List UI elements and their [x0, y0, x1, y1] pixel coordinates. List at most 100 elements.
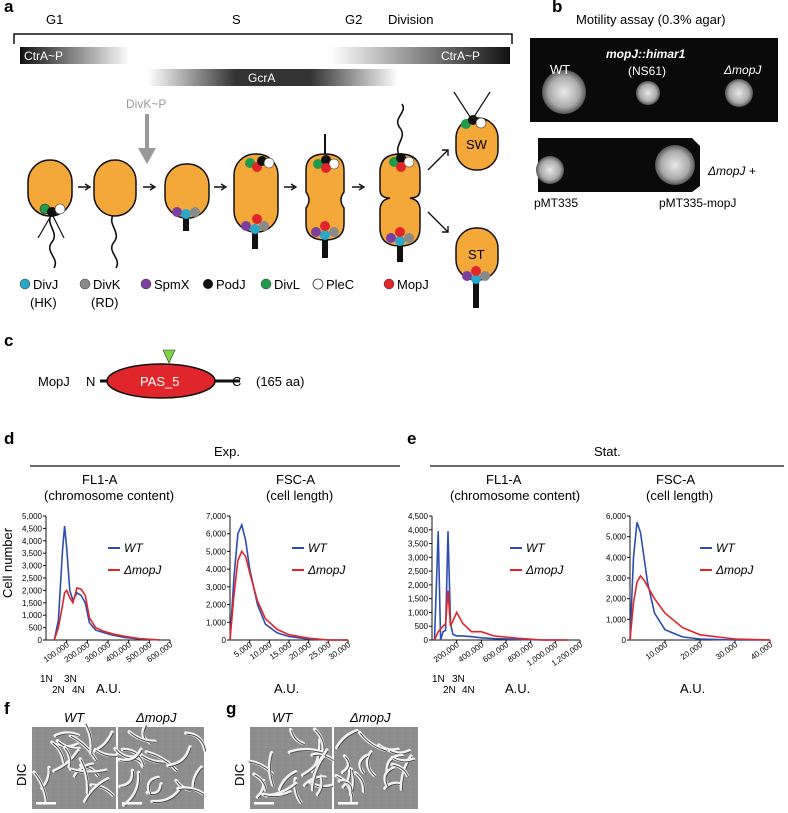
f-mut-label: ΔmopJ: [135, 710, 177, 725]
cell: [146, 775, 160, 795]
d-ylabel: Cell number: [0, 527, 15, 598]
cell-shadow: [392, 758, 415, 763]
y-tick-label: 1,000: [408, 608, 429, 617]
cell-shadow: [392, 764, 409, 777]
phase-division: Division: [388, 12, 434, 27]
legend-label: ΔmopJ: [307, 563, 346, 577]
legend-label-mopj: MopJ: [397, 277, 429, 292]
legend-label-divl: DivL: [274, 277, 300, 292]
insertion-marker: [162, 349, 176, 364]
d-fl1-sub: (chromosome content): [44, 488, 174, 503]
st-label: ST: [468, 247, 485, 262]
y-tick-label: 5,000: [606, 533, 627, 542]
legend-label: ΔmopJ: [123, 563, 162, 577]
scale-bar: [338, 802, 358, 805]
y-tick-label: 4,000: [408, 526, 429, 535]
cell: [117, 747, 143, 763]
d-fsc-sub: (cell length): [266, 488, 333, 503]
g-mut-label: ΔmopJ: [349, 710, 391, 725]
y-tick-label: 4,000: [606, 553, 627, 562]
g-dic-label: DIC: [232, 764, 247, 786]
y-tick-label: 5,000: [22, 512, 43, 521]
cell: [68, 767, 108, 774]
f-dic-label: DIC: [14, 764, 29, 786]
cell-cycle-bracket: [13, 33, 513, 44]
cell-shadow: [343, 756, 350, 774]
cell: [287, 747, 323, 754]
cell: [118, 768, 135, 789]
scale-bar: [122, 802, 142, 805]
cell-shadow: [152, 787, 183, 804]
e-ploidy-4n: 4N: [462, 685, 475, 696]
cell-stage-4: [233, 153, 279, 249]
panel-label-b: b: [552, 0, 562, 16]
micrograph-g-mut: [334, 727, 418, 809]
cell-shadow: [355, 773, 366, 793]
y-tick-label: 2,500: [22, 574, 43, 583]
cell-shadow: [52, 742, 65, 764]
cell: [383, 781, 403, 790]
x-tick-label: 40,000: [749, 640, 775, 662]
y-tick-label: 3,500: [22, 549, 43, 558]
series-line-wt: [53, 525, 160, 641]
cell-shadow: [119, 749, 143, 762]
spot-mutant: [636, 81, 660, 105]
cell-shadow: [168, 747, 192, 768]
legend-swatch-divj: [19, 278, 31, 290]
label-wt: WT: [550, 62, 570, 77]
cell-shadow: [34, 772, 48, 804]
cell-shadow: [289, 750, 323, 754]
cell-shadow: [291, 730, 305, 745]
d-ploidy-4n: 4N: [72, 685, 85, 696]
legend-label: WT: [526, 541, 546, 555]
legend-label-podj: PodJ: [216, 277, 246, 292]
y-tick-label: 1,000: [206, 618, 227, 627]
gcra-bar: [148, 69, 398, 86]
y-tick-label: 1,500: [408, 595, 429, 604]
e-ploidy-2n: 2N: [443, 685, 456, 696]
y-tick-label: 5,000: [206, 547, 227, 556]
series-line-mopj: [53, 586, 160, 641]
d-ploidy-2n: 2N: [52, 685, 65, 696]
legend-swatch-divk: [79, 278, 91, 290]
cell-stage-2: [93, 159, 137, 269]
y-tick-label: 3,000: [22, 562, 43, 571]
scale-bar: [254, 802, 274, 805]
y-tick-label: 4,000: [206, 565, 227, 574]
series-line-wt: [229, 522, 348, 641]
cell-stalked: ST: [455, 227, 499, 308]
spot-vector: [536, 156, 564, 184]
y-tick-label: 2,500: [408, 567, 429, 576]
f-wt-label: WT: [64, 710, 85, 725]
legend-label: WT: [124, 541, 144, 555]
arrow-to-st: [427, 211, 449, 233]
spot-wt: [542, 70, 586, 114]
d-fsc-title: FSC-A: [276, 472, 315, 487]
cell-shadow: [80, 759, 89, 794]
cell-shadow: [120, 771, 135, 788]
panel-label-c: c: [4, 331, 13, 350]
divk-arrowhead: [138, 148, 156, 164]
legend-label-spmx: SpmX: [154, 277, 190, 292]
y-tick-label: 500: [29, 624, 43, 633]
x-tick-label: 20,000: [679, 640, 705, 662]
cell-shadow: [337, 731, 359, 750]
series-line-mopj: [229, 549, 348, 641]
legend-label: ΔmopJ: [525, 563, 564, 577]
pas5-domain: [106, 363, 216, 399]
panel-label-g: g: [226, 699, 236, 718]
cell: [166, 745, 192, 768]
cell: [52, 748, 80, 773]
cell-shadow: [65, 748, 72, 769]
cell-shadow: [147, 784, 163, 796]
protein-name: MopJ: [38, 374, 70, 389]
protein-legend: DivJ (HK) DivK (RD) SpmX PodJ DivL PleC …: [19, 277, 429, 310]
cell-shadow: [95, 750, 120, 757]
cell-shadow: [55, 733, 80, 738]
cell-shadow: [312, 757, 325, 791]
cell-shadow: [360, 755, 369, 774]
legend-label-plec: PleC: [326, 277, 354, 292]
legend-swatch-spmx: [140, 278, 152, 290]
cell-shadow: [146, 752, 178, 772]
protein-length: (165 aa): [256, 374, 304, 389]
